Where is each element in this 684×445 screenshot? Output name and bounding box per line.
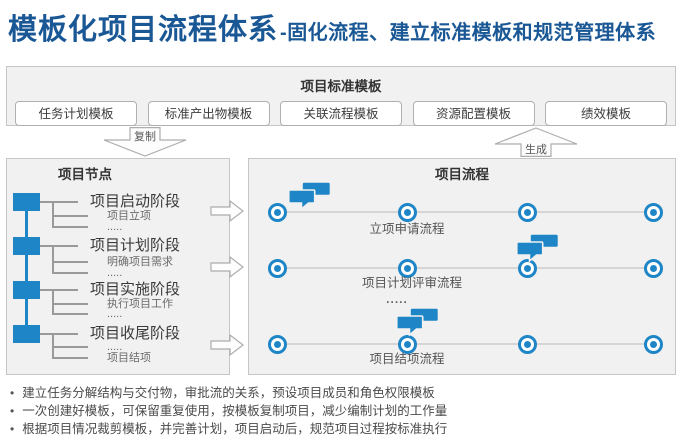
template-box-linked-flow: 关联流程模板 <box>280 101 402 126</box>
flow-node <box>268 203 287 222</box>
down-arrow-icon <box>103 127 187 157</box>
project-flows-header: 项目流程 <box>435 167 489 182</box>
flow-label-closing: 项目结项流程 <box>369 352 445 366</box>
flow-line <box>277 211 653 213</box>
tree-connector <box>40 289 78 291</box>
page-title: 模板化项目流程体系 -固化流程、建立标准模板和规范管理体系 <box>8 6 656 48</box>
template-box-resource: 资源配置模板 <box>412 101 535 126</box>
template-row: 任务计划模板 标准产出物模板 关联流程模板 资源配置模板 绩效模板 <box>7 101 675 126</box>
stage-sub-item: 执行项目工作 <box>107 298 173 310</box>
flow-node <box>398 335 417 354</box>
flow-node <box>268 335 287 354</box>
tree-connector <box>52 346 88 348</box>
list-item: 一次创建好模板，可保留重复使用，按模板复制项目，减少编制计划的工作量 <box>8 402 447 420</box>
up-arrow-icon <box>494 127 578 157</box>
bullet-text: 根据项目情况裁剪模板，并完善计划，项目启动后，规范项目过程按标准执行 <box>22 422 448 436</box>
tree-connector <box>40 201 78 203</box>
flow-node <box>398 203 417 222</box>
stacked-windows-icon <box>396 308 438 336</box>
stacked-windows-icon <box>516 234 558 262</box>
flow-node <box>268 259 287 278</box>
tree-connector <box>40 245 78 247</box>
list-item: 根据项目情况裁剪模板，并完善计划，项目启动后，规范项目过程按标准执行 <box>8 420 447 438</box>
tree-connector <box>52 226 88 228</box>
flow-node <box>644 203 663 222</box>
right-arrow-icon <box>210 200 244 222</box>
bullet-text: 建立任务分解结构与交付物，审批流的关系，预设项目成员和角色权限模板 <box>22 386 435 400</box>
tree-connector <box>52 357 88 359</box>
project-nodes-header: 项目节点 <box>58 167 112 182</box>
stage-node-square <box>13 237 40 255</box>
flow-label-plan-review: 项目计划评审流程 <box>361 276 463 290</box>
stage-sub-item: ..... <box>107 221 123 233</box>
copy-arrow: 复制 <box>103 127 187 157</box>
tree-connector <box>40 333 78 335</box>
template-box-deliverable: 标准产出物模板 <box>147 101 270 126</box>
notes-list: 建立任务分解结构与交付物，审批流的关系，预设项目成员和角色权限模板 一次创建好模… <box>8 384 447 438</box>
stage-sub-item: ..... <box>107 341 123 353</box>
stage-title-planning: 项目计划阶段 <box>90 237 181 254</box>
title-separator: - <box>280 22 288 44</box>
template-box-performance: 绩效模板 <box>545 101 667 126</box>
stage-sub-item: ..... <box>107 267 123 279</box>
tree-connector <box>52 313 88 315</box>
flow-label-initiation: 立项申请流程 <box>369 222 445 236</box>
flow-node <box>398 259 417 278</box>
title-subtitle-text: 固化流程、建立标准模板和规范管理体系 <box>287 22 657 44</box>
right-arrow-icon <box>210 334 244 356</box>
stage-node-square <box>13 193 40 211</box>
stage-sub-item: ..... <box>107 308 123 320</box>
stage-title-execution: 项目实施阶段 <box>90 281 181 298</box>
flow-node <box>518 259 537 278</box>
stage-sub-item: 项目结项 <box>107 352 151 364</box>
flow-node <box>518 203 537 222</box>
template-panel-header: 项目标准模板 <box>300 79 382 94</box>
copy-arrow-label: 复制 <box>134 131 156 143</box>
template-panel: 项目标准模板 任务计划模板 标准产出物模板 关联流程模板 资源配置模板 绩效模板 <box>6 66 676 126</box>
page-title-subtitle: -固化流程、建立标准模板和规范管理体系 <box>280 16 656 45</box>
flow-node <box>644 259 663 278</box>
page-title-main: 模板化项目流程体系 <box>8 14 279 46</box>
flow-line <box>277 267 653 269</box>
bullet-text: 一次创建好模板，可保留重复使用，按模板复制项目，减少编制计划的工作量 <box>22 404 448 418</box>
generate-arrow-label: 生成 <box>525 144 547 156</box>
tree-connector <box>52 303 88 305</box>
stage-node-square <box>13 325 40 343</box>
tree-connector <box>52 215 88 217</box>
generate-arrow: 生成 <box>494 127 578 157</box>
project-nodes-panel <box>6 158 230 375</box>
stage-sub-item: 明确项目需求 <box>107 256 173 268</box>
stage-node-square <box>13 281 40 299</box>
stage-title-closing: 项目收尾阶段 <box>90 325 181 342</box>
tree-trunk-line <box>25 202 28 334</box>
flow-node <box>644 335 663 354</box>
tree-connector <box>52 246 54 274</box>
flow-ellipsis: ..... <box>386 292 408 306</box>
tree-connector <box>52 290 54 315</box>
template-box-task-plan: 任务计划模板 <box>15 101 137 126</box>
stage-sub-item: 项目立项 <box>107 210 151 222</box>
tree-connector <box>52 261 88 263</box>
project-flows-panel <box>248 158 676 375</box>
tree-connector <box>52 272 88 274</box>
stage-title-initiation: 项目启动阶段 <box>90 193 181 210</box>
right-arrow-icon <box>210 256 244 278</box>
flow-node <box>518 335 537 354</box>
list-item: 建立任务分解结构与交付物，审批流的关系，预设项目成员和角色权限模板 <box>8 384 447 402</box>
flow-line <box>277 343 653 345</box>
stacked-windows-icon <box>288 182 330 210</box>
